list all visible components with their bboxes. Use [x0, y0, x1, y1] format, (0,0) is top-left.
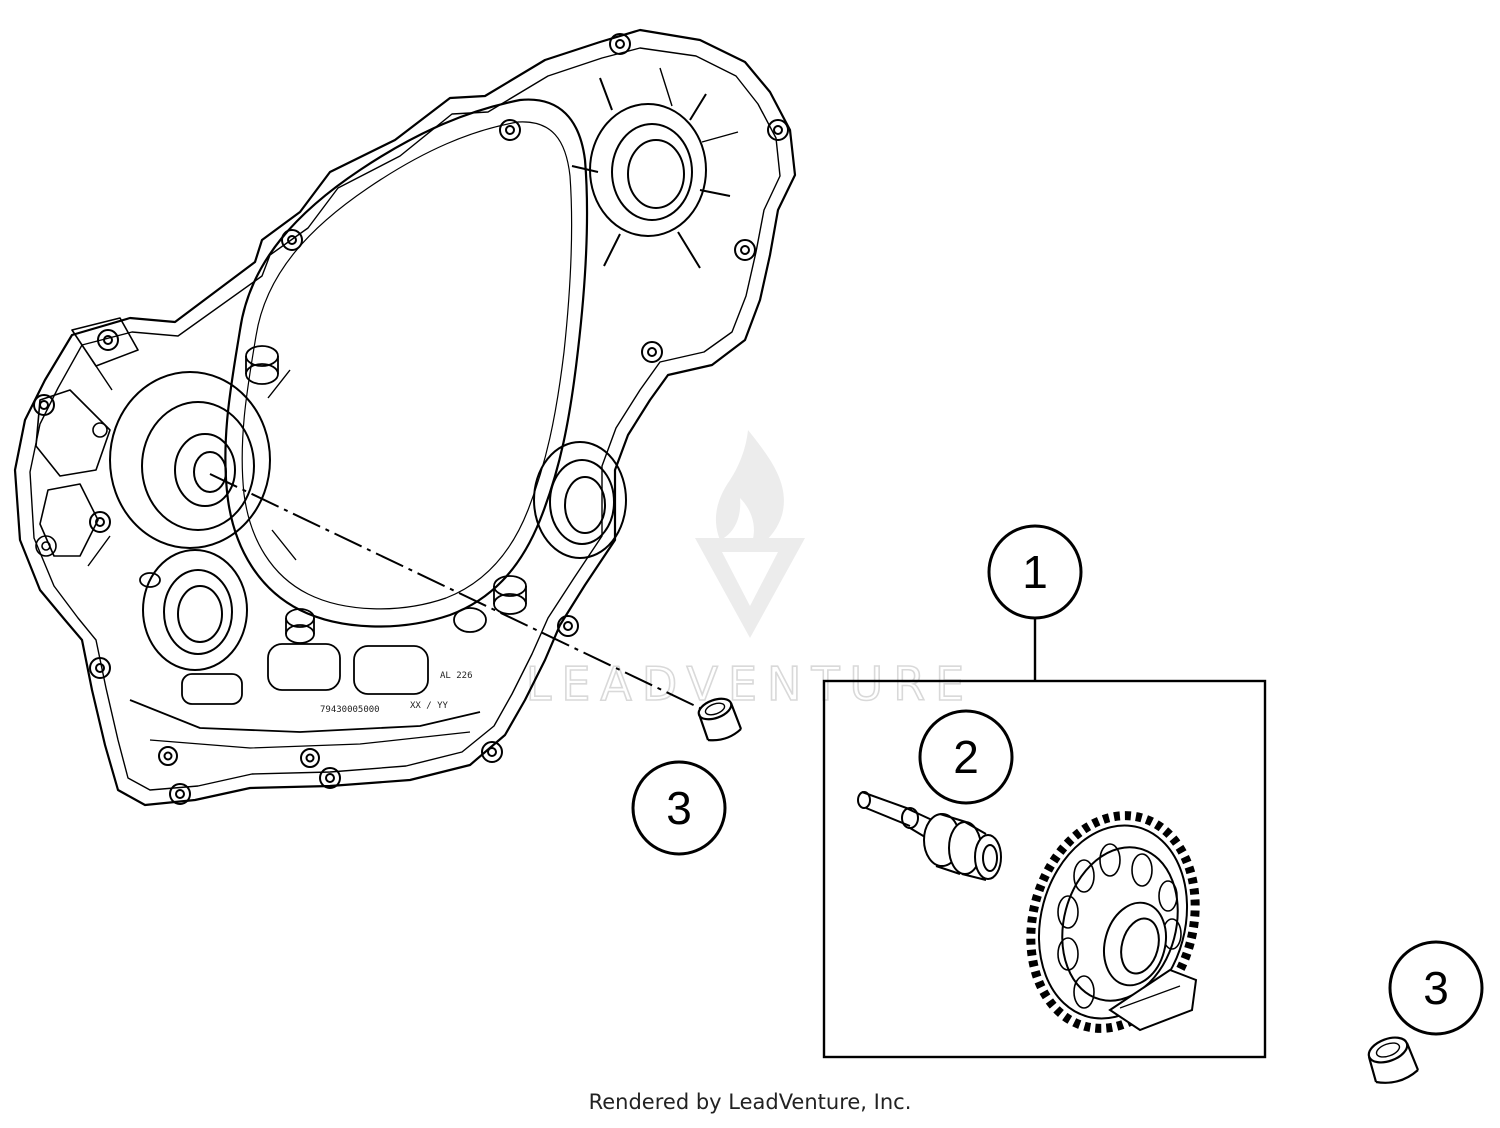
callout-2[interactable]: 2: [918, 709, 1014, 805]
bushing-right: [1367, 1036, 1420, 1084]
flame-logo-icon: [695, 430, 805, 638]
cover-markings: 79430005000 XX / YY AL 226: [320, 671, 473, 715]
leadventure-watermark: LEADVENTURE: [525, 430, 975, 712]
cover-part-number: 79430005000: [320, 705, 380, 715]
gear-part: [1026, 811, 1200, 1033]
bushing-left: [697, 697, 752, 745]
callout-2-label: 2: [953, 731, 979, 783]
shaft-part: [857, 791, 1002, 881]
cover-date-stamp: XX / YY: [410, 701, 449, 711]
kit-frame: [822, 679, 1267, 1059]
footer-credit: Rendered by LeadVenture, Inc.: [588, 1090, 912, 1114]
callout-3-left[interactable]: 3: [631, 760, 727, 856]
engine-cover: [13, 28, 797, 807]
callout-3-right[interactable]: 3: [1388, 940, 1484, 1036]
watermark-text: LEADVENTURE: [526, 657, 975, 711]
cover-material-mark: AL 226: [440, 671, 473, 681]
callout-1[interactable]: 1: [987, 524, 1083, 620]
callout-3-right-label: 3: [1423, 962, 1449, 1014]
callout-1-label: 1: [1022, 546, 1048, 598]
callout-3-left-label: 3: [666, 782, 692, 834]
